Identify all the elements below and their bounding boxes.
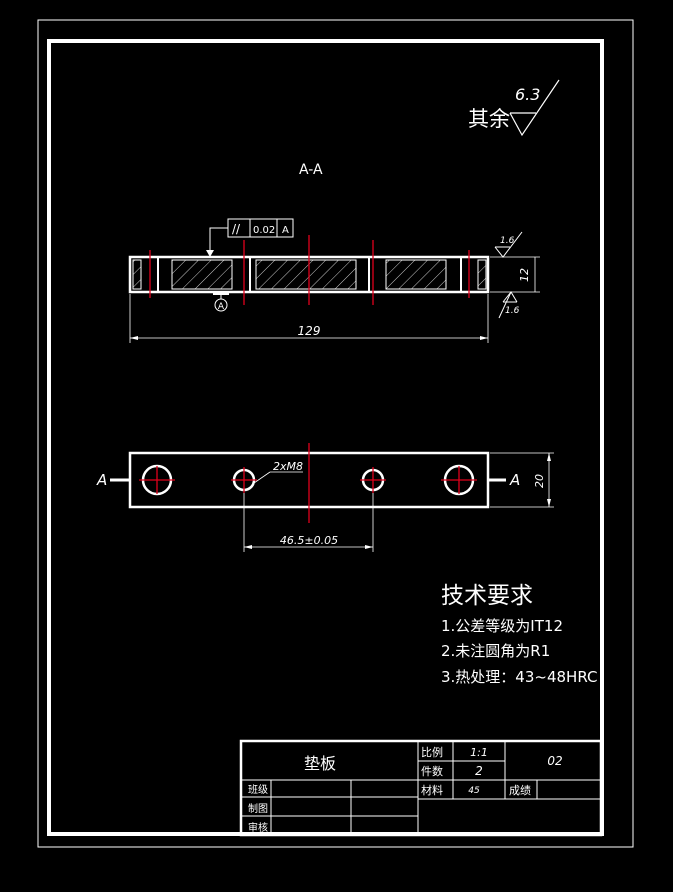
surface-finish-value: 6.3 [515, 85, 540, 104]
hole-spacing-dimension: 46.5±0.05 [243, 493, 374, 552]
section-cut-left: A [96, 471, 130, 489]
outer-border [37, 19, 634, 848]
part-name: 垫板 [304, 754, 336, 773]
qty-label: 件数 [421, 765, 443, 778]
qty-value: 2 [475, 764, 483, 778]
notes-item: 1.公差等级为IT12 [441, 617, 563, 635]
notes-title: 技术要求 [441, 583, 533, 609]
title-block: 垫板 比例 1:1 件数 2 材料 45 02 成绩 班级 制图 审核 [239, 739, 603, 837]
technical-notes: 技术要求 1.公差等级为IT12 2.未注圆角为R1 3.热处理：43~48HR… [441, 583, 597, 686]
hatch-area [385, 259, 447, 290]
tolerance-value: 0.02 [253, 225, 275, 236]
roughness-symbol-bottom: 1.6 [498, 291, 520, 319]
scale-label: 比例 [421, 745, 443, 759]
hatch-area [132, 259, 142, 290]
scale-value: 1:1 [470, 746, 488, 759]
drafter-label: 制图 [248, 802, 268, 815]
hole-spacing-value: 46.5±0.05 [280, 534, 338, 547]
leader-arrow [206, 250, 214, 257]
surface-finish-symbol: 其余 6.3 [468, 79, 560, 137]
material-label: 材料 [421, 783, 443, 797]
thickness-dimension: 12 [490, 256, 540, 293]
datum-letter: A [218, 302, 225, 312]
top-view [128, 443, 490, 523]
reviewer-label: 审核 [248, 821, 268, 834]
thread-callout: 2xM8 [253, 460, 303, 484]
section-view [128, 235, 490, 305]
roughness-bottom-value: 1.6 [505, 306, 520, 316]
section-label: A-A [299, 162, 323, 178]
surface-finish-prefix: 其余 [468, 107, 510, 131]
material-value: 45 [468, 786, 480, 796]
section-letter-left: A [96, 471, 107, 489]
thickness-value: 12 [518, 268, 531, 282]
width-value: 20 [533, 474, 546, 488]
section-cut-right: A [488, 471, 520, 489]
datum-marker: A [213, 292, 229, 312]
inner-frame [47, 39, 604, 836]
hatch-area [477, 259, 487, 290]
roughness-symbol-top: 1.6 [494, 231, 523, 258]
parallelism-symbol: // [232, 222, 241, 236]
hatch-area [171, 259, 233, 290]
length-dimension: 129 [129, 294, 489, 343]
roughness-top-value: 1.6 [500, 236, 515, 246]
notes-item: 3.热处理：43~48HRC [441, 668, 597, 686]
tolerance-frame: // 0.02 A [206, 218, 294, 257]
tolerance-datum: A [282, 225, 289, 236]
class-label: 班级 [248, 784, 268, 796]
thread-callout-text: 2xM8 [273, 460, 303, 473]
notes-item: 2.未注圆角为R1 [441, 642, 550, 660]
length-value: 129 [298, 324, 321, 338]
width-dimension: 20 [490, 452, 554, 508]
section-letter-right: A [509, 471, 520, 489]
hatch-area [255, 259, 357, 290]
grade-label: 成绩 [509, 784, 531, 797]
drawing-number: 02 [547, 754, 562, 768]
